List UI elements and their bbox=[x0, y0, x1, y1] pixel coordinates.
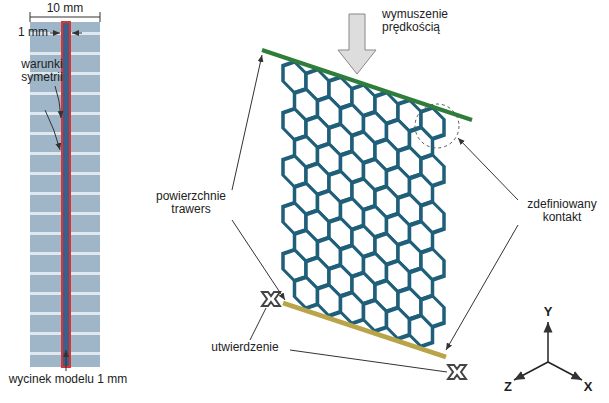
fixation-mark bbox=[262, 292, 466, 379]
axis-label: Z bbox=[500, 380, 516, 393]
leader-line bbox=[55, 86, 61, 118]
leader-line bbox=[66, 350, 67, 371]
dimension-label: 1 mm bbox=[4, 26, 48, 39]
dimension-arrow bbox=[72, 33, 82, 34]
leader-line bbox=[232, 55, 262, 190]
axis-label: Y bbox=[540, 305, 556, 318]
bottom-plate bbox=[283, 303, 446, 357]
callout-label: warunki symetrii bbox=[2, 58, 82, 84]
leader-line bbox=[458, 138, 518, 200]
axis-x bbox=[548, 362, 582, 380]
axis-label: X bbox=[580, 380, 596, 393]
leader-line bbox=[446, 225, 518, 350]
callout-label: wymuszenie prędkością bbox=[382, 8, 492, 34]
velocity-arrow bbox=[338, 14, 376, 74]
axis-y bbox=[547, 322, 549, 362]
slice-model bbox=[62, 22, 70, 367]
callout-label: wycinek modelu 1 mm bbox=[8, 373, 128, 386]
callout-label: utwierdzenie bbox=[200, 341, 290, 354]
dimension-tick bbox=[100, 12, 101, 22]
leader-line bbox=[250, 308, 266, 340]
leader-line bbox=[232, 220, 285, 300]
dimension-tick bbox=[30, 12, 31, 22]
dimension-label: 10 mm bbox=[40, 2, 90, 15]
contact-circle bbox=[415, 104, 459, 148]
dimension-arrow bbox=[50, 33, 60, 34]
leader-line bbox=[290, 350, 447, 372]
callout-label: zdefiniowany kontakt bbox=[518, 198, 606, 224]
dimension-line bbox=[30, 17, 100, 18]
leader-line bbox=[45, 110, 60, 150]
callout-label: powierzchnie trawers bbox=[150, 190, 232, 216]
axis-z bbox=[514, 362, 548, 380]
